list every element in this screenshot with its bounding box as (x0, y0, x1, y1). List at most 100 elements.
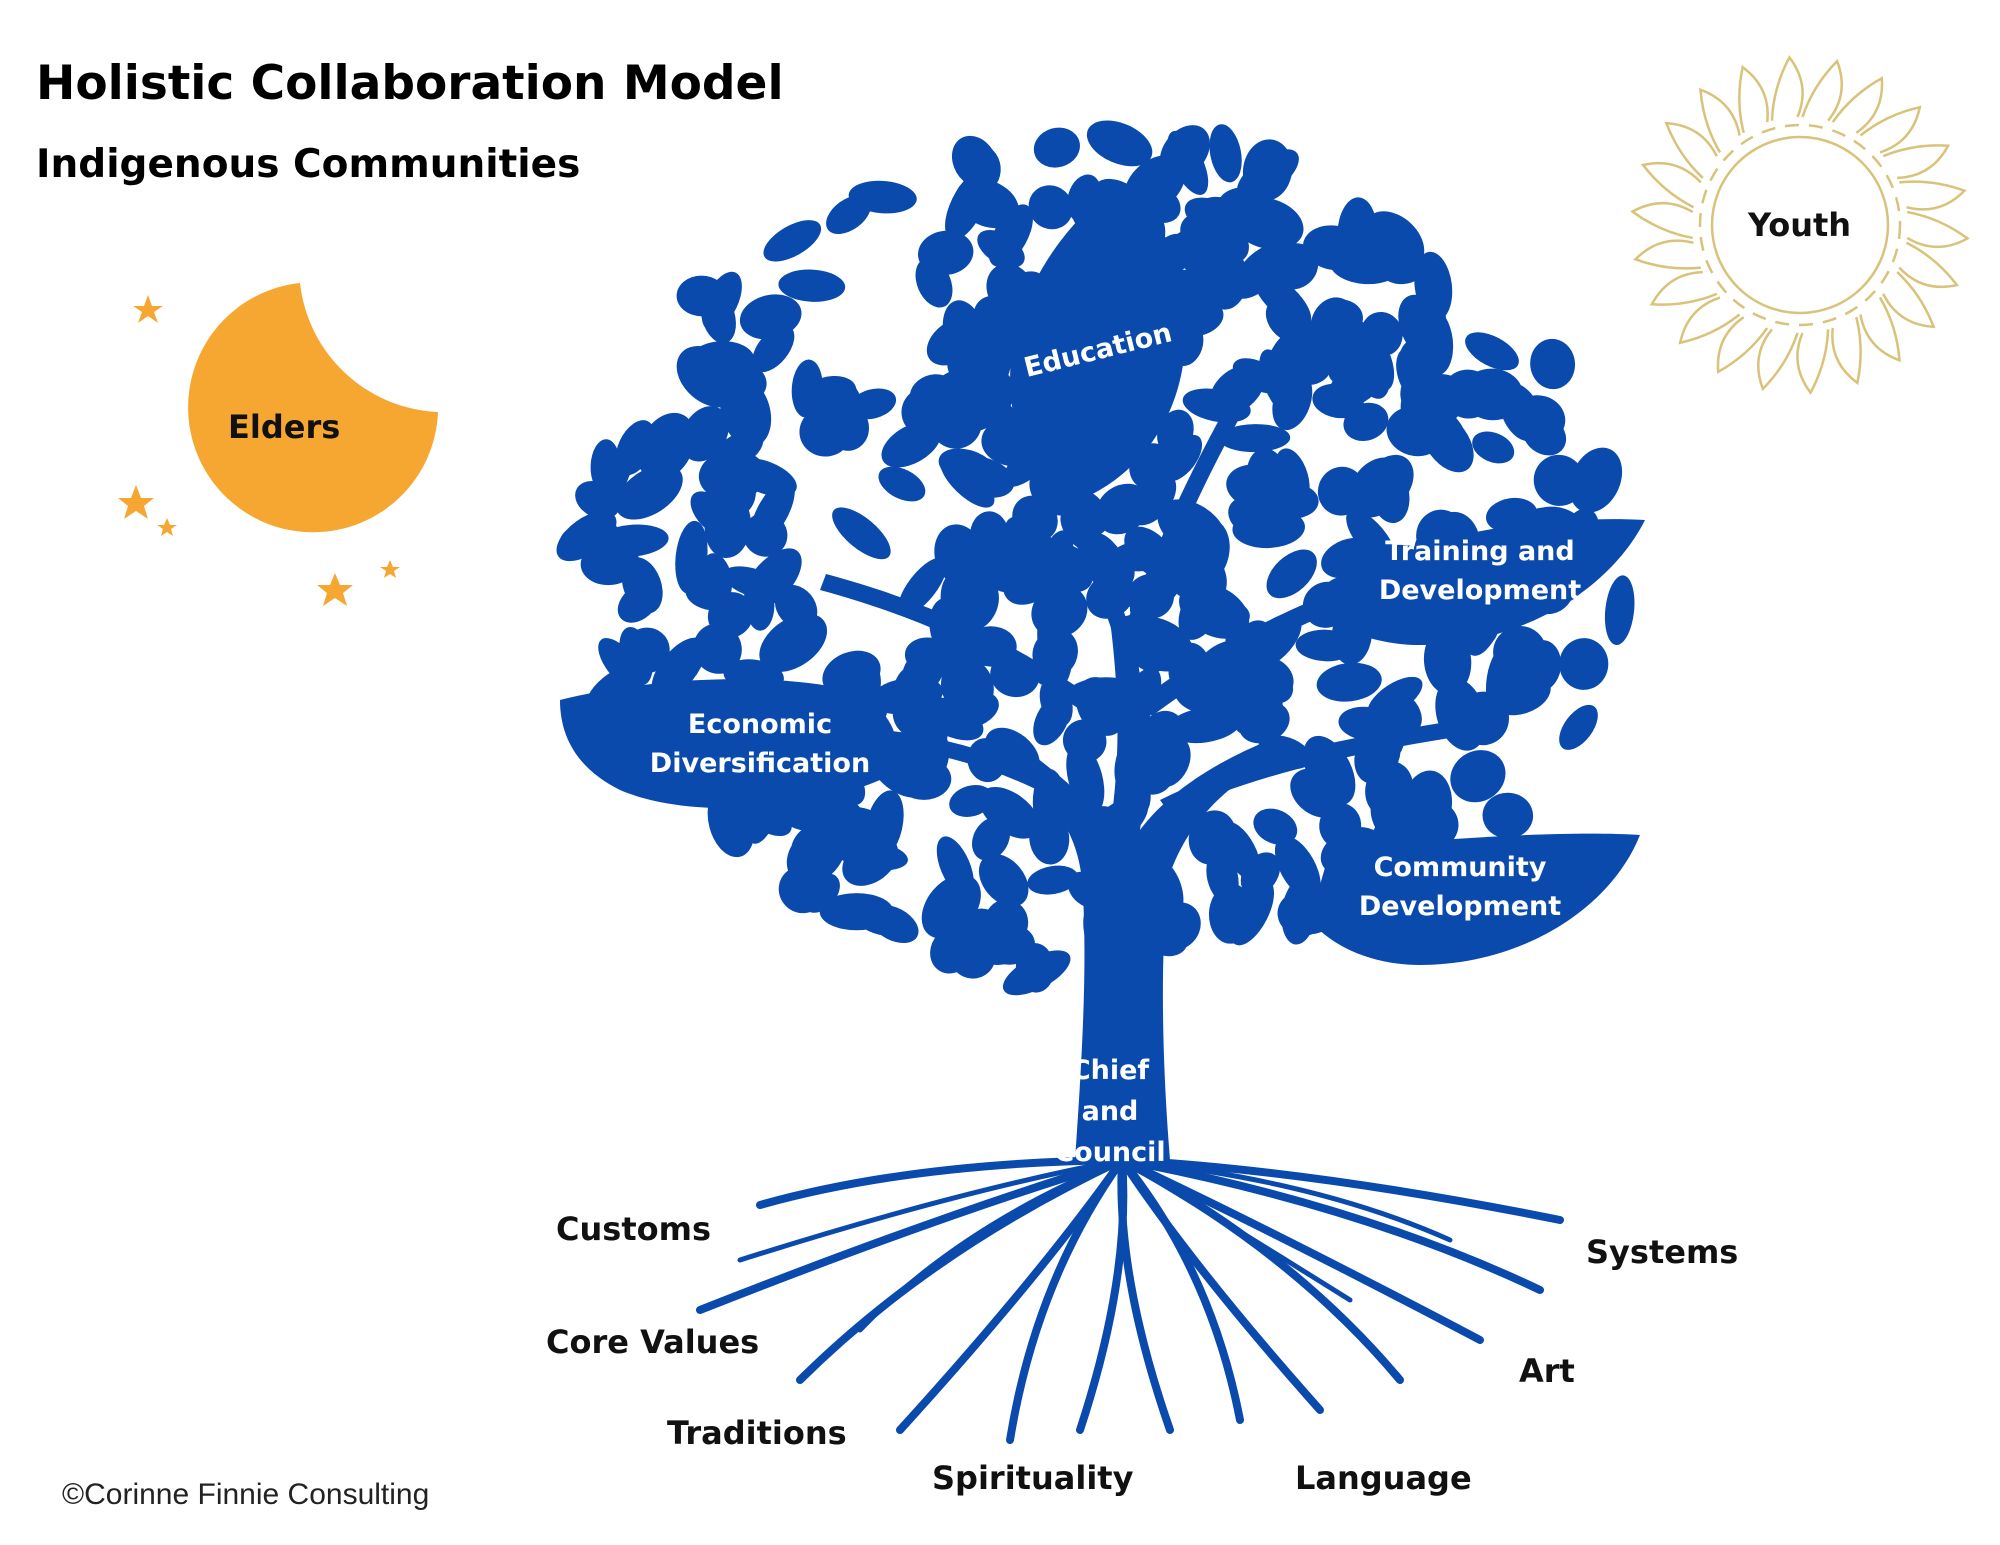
education-leaf (1010, 190, 1186, 500)
canopy-leaf (720, 376, 772, 448)
canopy-leaf (1253, 272, 1312, 327)
sun-ray (1906, 210, 1970, 249)
canopy-leaf (1406, 394, 1465, 442)
canopy-leaf (621, 557, 663, 614)
canopy-leaf (1086, 120, 1153, 167)
sun-ray (1882, 144, 1951, 180)
canopy-leaf (1316, 662, 1382, 702)
canopy-leaf (959, 908, 1020, 966)
root-branch (1006, 1156, 1126, 1444)
canopy-leaf (979, 786, 1040, 839)
canopy-leaf (1179, 582, 1250, 639)
sun-ray (1899, 180, 1967, 211)
canopy-leaf (1317, 466, 1366, 516)
sun-ray (1859, 296, 1901, 363)
root-branch (737, 1157, 1125, 1263)
canopy-leaf (1485, 644, 1520, 714)
root-label-spirituality: Spirituality (932, 1459, 1134, 1497)
canopy-leaf (1277, 891, 1327, 937)
canopy-leaf (1153, 902, 1201, 951)
canopy-leaf (849, 388, 897, 420)
canopy-leaf (763, 220, 822, 262)
canopy-leaf (1362, 454, 1414, 512)
root-branch (1119, 1157, 1353, 1303)
sun-ray (1716, 316, 1769, 374)
sun-ray (1664, 121, 1718, 179)
canopy-leaf (1312, 299, 1363, 341)
root-branch (1118, 1156, 1324, 1414)
root-label-traditions: Traditions (667, 1414, 847, 1452)
root-branch (1118, 1156, 1484, 1344)
canopy-leaf (812, 379, 863, 446)
canopy-leaf (1002, 950, 1071, 996)
moon-icon (188, 283, 438, 533)
canopy-leaf (1229, 878, 1274, 946)
canopy-leaf (969, 511, 1010, 561)
sun-label: Youth (1748, 206, 1852, 244)
canopy-leaf (1246, 448, 1288, 502)
root-label-language: Language (1295, 1459, 1472, 1497)
canopy-leaf (917, 230, 974, 276)
economic-leaf (560, 679, 897, 809)
canopy-leaf (953, 456, 1015, 498)
root-label-systems: Systems (1586, 1233, 1739, 1271)
canopy-leaf (1269, 243, 1319, 290)
canopy-leaf (1337, 197, 1378, 270)
copyright-credit: ©Corinne Finnie Consulting (62, 1478, 430, 1511)
sun-ray (1757, 328, 1799, 392)
page-title: Holistic Collaboration Model (36, 56, 784, 111)
canopy-leaf (978, 853, 1029, 907)
training-label: Training and Development (1378, 536, 1582, 606)
canopy-leaf (684, 341, 756, 387)
canopy-leaf (1286, 338, 1334, 385)
canopy-leaf (1210, 365, 1264, 415)
sun-ray (1801, 58, 1843, 122)
canopy-leaf (1242, 139, 1293, 201)
canopy-leaf (1124, 155, 1186, 214)
canopy-leaf (556, 511, 617, 562)
canopy-leaf (590, 439, 621, 494)
training-leaf (1310, 519, 1645, 645)
canopy-leaf (1167, 130, 1209, 195)
canopy-leaf (1177, 518, 1230, 587)
sun-ray (1649, 270, 1718, 306)
canopy-leaf (1201, 196, 1263, 233)
canopy-leaf (704, 493, 751, 559)
canopy-leaf (685, 578, 732, 611)
root-branch (696, 1156, 1126, 1314)
canopy-leaf (1530, 338, 1576, 390)
canopy-leaf (1028, 185, 1073, 230)
canopy-leaf (1031, 584, 1088, 638)
canopy-leaf (778, 269, 846, 302)
community-label: Community Development (1358, 852, 1562, 922)
root-label-art: Art (1519, 1352, 1575, 1390)
canopy-leaf (1188, 810, 1237, 865)
community-leaf (1310, 833, 1640, 965)
sun-ray (1640, 161, 1702, 209)
canopy-leaf (1401, 770, 1453, 842)
canopy-leaf (1450, 750, 1506, 803)
sun-icon (1630, 55, 1970, 395)
canopy-leaf (1346, 509, 1397, 567)
canopy-leaf (746, 580, 775, 631)
canopy-leaf (681, 406, 729, 462)
canopy-leaf (1442, 369, 1495, 419)
canopy-leaf (1559, 704, 1598, 750)
sun-ray (1738, 64, 1769, 134)
sun-ray (1633, 239, 1701, 270)
canopy-leaf (743, 512, 788, 557)
root-label-core-values: Core Values (546, 1323, 760, 1361)
root-branch (756, 1156, 1126, 1209)
root-branch (1119, 1157, 1453, 1243)
sun-ray (1678, 296, 1741, 345)
sun-ray (1831, 76, 1884, 134)
canopy-leaf (693, 623, 742, 674)
moon-label: Elders (228, 408, 341, 446)
canopy-leaf (1365, 761, 1414, 818)
canopy-leaf (1128, 472, 1177, 526)
canopy-leaf (1465, 332, 1519, 371)
canopy-leaf (778, 866, 827, 914)
tree-roots (696, 1156, 1564, 1444)
canopy-leaf (1027, 865, 1079, 895)
